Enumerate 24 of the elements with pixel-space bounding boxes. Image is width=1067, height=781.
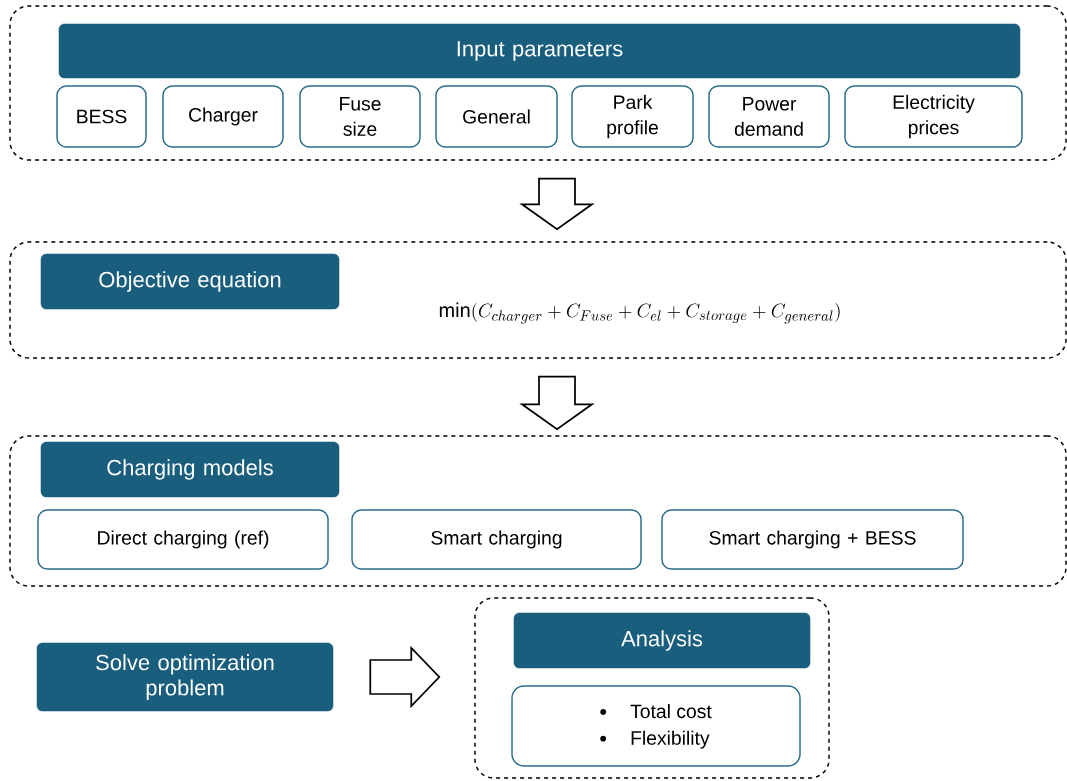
rounded-box: Smart charging + BESS [661, 509, 964, 570]
heading-bar: Charging models [40, 441, 340, 498]
block-arrow [519, 177, 595, 231]
rounded-box: Power demand [708, 85, 830, 148]
rounded-box: BESS [56, 85, 147, 148]
rounded-box: Direct charging (ref) [37, 509, 329, 570]
bullet-list-box: Total cost Flexibility [511, 685, 801, 767]
objective-formula: $\min(C_{charger} + C_{Fuse} + C_{el} + C_{storage} + C_{general})$ [439, 302, 840, 324]
rounded-box: Fuse size [299, 85, 421, 148]
dashed-group-box [9, 5, 1067, 161]
rounded-box: Electricity prices [844, 85, 1023, 148]
dashed-group-box [474, 597, 830, 779]
heading-bar: Solve optimization problem [36, 642, 334, 712]
heading-bar: Analysis [513, 612, 811, 669]
block-arrow [369, 645, 441, 709]
dashed-group-box [9, 241, 1067, 359]
rounded-box: Charger [162, 85, 284, 148]
rounded-box: Park profile [571, 85, 694, 148]
dashed-group-box [9, 435, 1067, 587]
heading-bar: Objective equation [40, 253, 340, 310]
rounded-box: General [435, 85, 558, 148]
rounded-box: Smart charging [351, 509, 642, 570]
heading-bar: Input parameters [58, 23, 1021, 79]
block-arrow [519, 375, 595, 431]
